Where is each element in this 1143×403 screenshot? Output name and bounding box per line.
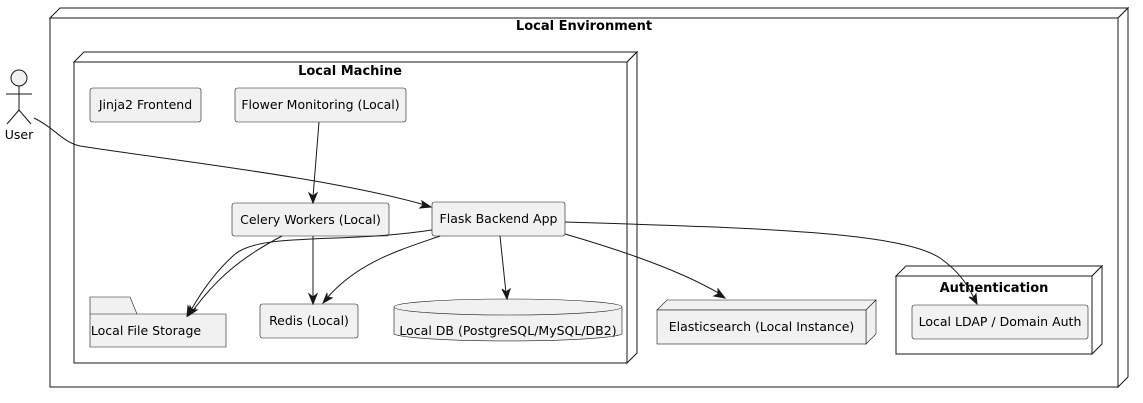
redis-component: Redis (Local) [259, 303, 359, 339]
edge-flask-to-storage [186, 229, 433, 318]
local-ldap-component: Local LDAP / Domain Auth [911, 304, 1089, 340]
edge-celery-to-redis [307, 236, 319, 306]
svg-text:Celery Workers (Local): Celery Workers (Local) [240, 212, 381, 227]
svg-text:Elasticsearch (Local Instance): Elasticsearch (Local Instance) [669, 319, 855, 334]
flower-monitoring-component: Flower Monitoring (Local) [234, 87, 407, 123]
svg-text:Local File Storage: Local File Storage [91, 323, 201, 338]
svg-text:Flask Backend App: Flask Backend App [440, 211, 558, 226]
elasticsearch-node: Elasticsearch (Local Instance) [656, 299, 877, 345]
edge-flask-to-elasticsearch [564, 233, 727, 299]
user-label: User [5, 127, 34, 142]
jinja2-frontend-component: Jinja2 Frontend [89, 87, 202, 123]
edge-flask-to-db [499, 235, 511, 301]
edge-user-to-flask [33, 117, 433, 209]
local-environment-title: Local Environment [516, 19, 652, 34]
edge-flower-to-celery [307, 121, 320, 205]
local-file-storage-folder: Local File Storage [89, 296, 227, 348]
svg-text:Local DB (PostgreSQL/MySQL/DB2: Local DB (PostgreSQL/MySQL/DB2) [399, 323, 616, 338]
user-actor: User [5, 69, 34, 142]
celery-workers-component: Celery Workers (Local) [231, 202, 390, 237]
svg-text:Redis (Local): Redis (Local) [269, 313, 349, 328]
svg-text:Flower Monitoring (Local): Flower Monitoring (Local) [241, 97, 399, 112]
svg-text:Local LDAP / Domain Auth: Local LDAP / Domain Auth [919, 314, 1082, 329]
local-machine-title: Local Machine [298, 64, 402, 79]
local-db-database: Local DB (PostgreSQL/MySQL/DB2) [393, 298, 623, 342]
authentication-title: Authentication [940, 281, 1049, 296]
flask-backend-component: Flask Backend App [431, 201, 566, 237]
svg-text:Jinja2 Frontend: Jinja2 Frontend [98, 97, 192, 112]
edge-flask-to-ldap [564, 221, 978, 306]
edge-flask-to-redis [322, 235, 441, 305]
